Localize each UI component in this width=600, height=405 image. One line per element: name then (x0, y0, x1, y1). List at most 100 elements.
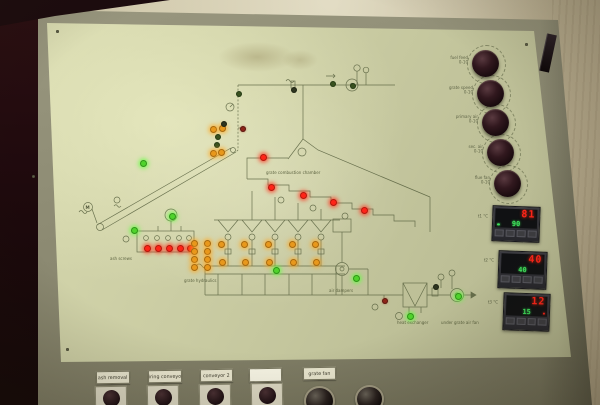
indicator-led-green (130, 226, 138, 234)
controller-button[interactable] (505, 317, 515, 325)
indicator-led-green (272, 266, 280, 274)
indicator-led-red_dim (239, 125, 246, 132)
process-value: 40 (528, 254, 543, 266)
indicator-led-dark (432, 283, 439, 290)
indicator-led-amber (203, 239, 211, 247)
indicator-led-red (360, 206, 368, 214)
setpoint-knob-5[interactable] (493, 169, 521, 197)
indicator-led-amber (289, 258, 297, 266)
indicator-led-amber (209, 149, 217, 157)
indicator-led-amber (311, 240, 319, 248)
controller-down-button[interactable] (537, 318, 547, 326)
controller-display: 81 90 (494, 208, 538, 229)
indicator-led-amber (190, 263, 198, 271)
push-button-2[interactable] (355, 385, 384, 405)
indicator-led-green_dim (349, 82, 356, 89)
setpoint-value: 40 (518, 266, 527, 275)
label-air-dampers: air dampers (329, 288, 353, 293)
controller-button[interactable] (516, 318, 526, 325)
indicator-led-amber (203, 255, 211, 263)
push-button-1[interactable] (304, 386, 335, 405)
switch-card (198, 383, 232, 405)
label-motor: M (86, 205, 90, 210)
switch-card (146, 384, 180, 405)
controller-label-1: t1 °C (477, 214, 488, 219)
controller-button[interactable] (494, 229, 504, 237)
controller-button[interactable] (500, 275, 510, 283)
controller-status-led (542, 312, 545, 316)
indicator-led-green_dim (213, 141, 220, 148)
selector-switch-2[interactable] (154, 388, 172, 405)
indicator-led-green_dim (235, 90, 242, 97)
setpoint-knob-3[interactable] (481, 108, 509, 136)
indicator-led-green (454, 292, 462, 300)
temp-controller-2: 40 40 (497, 250, 548, 290)
indicator-led-amber (217, 148, 225, 156)
indicator-led-red (154, 244, 162, 252)
setpoint-knob-4[interactable] (486, 138, 514, 166)
controller-button[interactable] (505, 229, 515, 237)
controller-button[interactable] (511, 276, 521, 283)
label-under-grate-fan: under grate air fan (441, 320, 479, 325)
setpoint-knob-2[interactable] (476, 79, 504, 107)
process-value: 81 (521, 209, 536, 221)
controller-up-button[interactable] (527, 318, 537, 326)
indicator-led-red (176, 244, 184, 252)
indicator-led-red (267, 183, 275, 191)
selector-switch-3[interactable] (206, 387, 224, 405)
indicator-led-amber (190, 239, 198, 247)
indicator-led-green (168, 212, 176, 220)
indicator-led-red_dim (381, 297, 388, 304)
switch-plate-4 (248, 367, 283, 383)
selector-switch-1[interactable] (102, 389, 120, 405)
controller-down-button[interactable] (527, 230, 537, 238)
indicator-led-red (299, 191, 307, 199)
label-ash-screws: ash screws (110, 256, 132, 261)
indicator-led-green (139, 159, 147, 167)
indicator-led-amber (288, 240, 296, 248)
indicator-led-green_dim (329, 80, 336, 87)
switch-plate-5: grate fan (302, 366, 337, 381)
controller-label-2: t2 °C (483, 258, 494, 263)
screw (32, 175, 35, 178)
indicator-led-amber (218, 258, 226, 266)
switch-card (94, 385, 128, 405)
setpoint-value: 90 (511, 220, 521, 229)
label-heat-exchanger: heat exchanger (397, 320, 429, 325)
setpoint-knob-1[interactable] (471, 49, 499, 77)
temp-controller-1: 81 90 (491, 205, 541, 243)
controller-up-button[interactable] (516, 230, 526, 238)
indicator-led-red (165, 244, 173, 252)
controller-status-led (496, 223, 500, 226)
indicator-led-amber (241, 258, 249, 266)
controller-display: 40 40 (500, 253, 545, 276)
controller-down-button[interactable] (533, 276, 543, 284)
controller-up-button[interactable] (522, 276, 532, 284)
switch-plate-3: conveyor 2 (199, 368, 234, 383)
switch-card (250, 382, 284, 405)
knob-scale (488, 164, 528, 204)
label-grate-hydraulics: grate hydraulics (184, 278, 217, 283)
screw (56, 30, 59, 33)
screw (66, 348, 69, 351)
indicator-led-amber (264, 240, 272, 248)
indicator-led-amber (217, 240, 225, 248)
temp-controller-3: 12 15 (502, 292, 551, 332)
indicator-led-amber (203, 263, 211, 271)
indicator-led-green_dim (214, 133, 221, 140)
selector-switch-4[interactable] (258, 386, 276, 405)
indicator-led-dark (290, 86, 297, 93)
setpoint-value: 15 (522, 308, 531, 317)
indicator-led-amber (203, 247, 211, 255)
indicator-led-amber (209, 125, 217, 133)
indicator-led-green (406, 312, 414, 320)
indicator-led-amber (312, 258, 320, 266)
controller-label-3: t3 °C (487, 300, 498, 305)
indicator-led-dark (220, 120, 227, 127)
label-combustion-chamber: grate combustion chamber (266, 170, 321, 175)
